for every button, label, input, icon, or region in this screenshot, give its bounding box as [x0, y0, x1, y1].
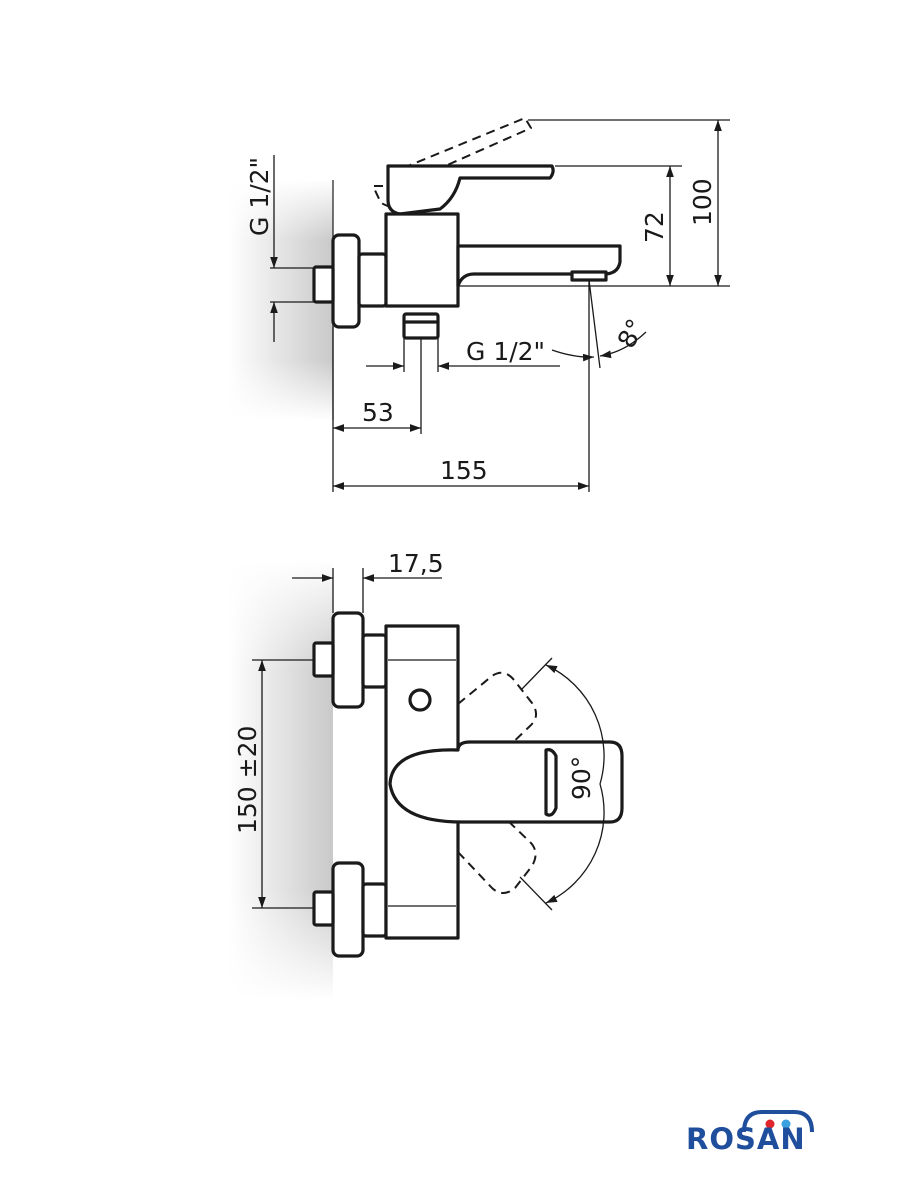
inlet-thread-left: [312, 265, 335, 304]
dim-spacing: 150 ±20: [233, 726, 262, 834]
diverter-hole: [408, 688, 432, 712]
dim-offset: 53: [362, 398, 394, 427]
dim-angle: 8°: [612, 314, 651, 353]
escutcheon-lower: [331, 861, 365, 958]
mixer-body: [384, 212, 460, 308]
dim-height-spout: 72: [640, 211, 669, 243]
side-view: G 1/2" 72 100 G 1/2" 8° 53 155: [228, 117, 730, 492]
escutcheon: [331, 233, 361, 329]
logo-dot-blue: [781, 1119, 791, 1129]
dim-height-total: 100: [688, 178, 717, 226]
logo-text: ROSAN: [686, 1122, 806, 1156]
aerator: [570, 270, 608, 282]
lever-top: [388, 740, 624, 824]
logo-dot-red: [765, 1119, 775, 1129]
top-view: 17,5 90° 150 ±20: [228, 549, 624, 1000]
dim-rotation: 90°: [567, 756, 596, 800]
lever-rotated-down: [457, 817, 537, 894]
logo-arc: [742, 1110, 814, 1133]
brand-logo: ROSAN: [686, 1110, 814, 1156]
lever-handle: [386, 164, 555, 216]
dim-wall-width: 17,5: [388, 549, 444, 578]
lever-rotated-up: [457, 671, 537, 751]
dim-thread-bottom: G 1/2": [466, 337, 545, 366]
dim-thread-left: G 1/2": [245, 157, 274, 236]
connector-nut: [357, 252, 388, 308]
outlet-thread-bottom: [402, 312, 440, 340]
escutcheon-upper: [331, 611, 365, 709]
dim-length: 155: [440, 456, 488, 485]
